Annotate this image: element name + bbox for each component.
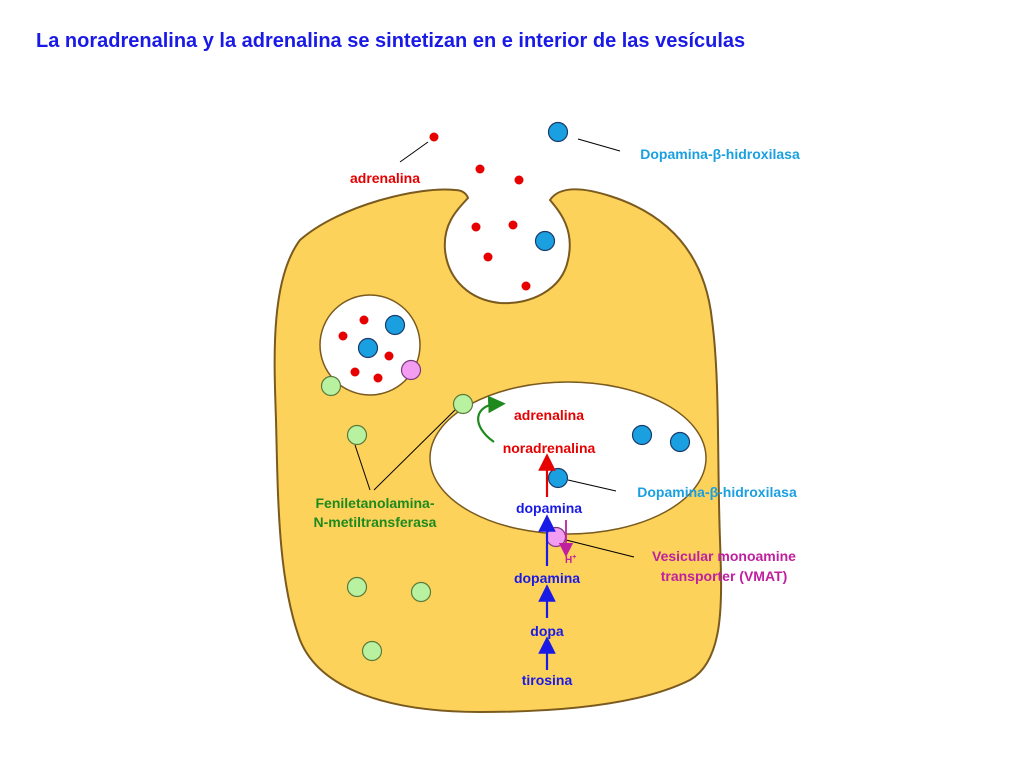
dbh-enzymes (357, 121, 691, 489)
label-dbh-top: Dopamina-β-hidroxilasa (640, 146, 800, 162)
dopamine-beta-hydroxylase-icon (384, 314, 406, 336)
adrenaline-molecule-icon (514, 175, 524, 185)
leader-line (577, 138, 621, 152)
leader-line (567, 479, 617, 492)
label-vesicle-adrenalina: adrenalina (514, 407, 584, 423)
leader-line (399, 141, 429, 163)
pnmt-enzyme-icon (410, 581, 432, 603)
pnmt-enzymes (320, 375, 474, 662)
label-vmat-line1: Vesicular monoamine (652, 548, 796, 564)
label-vmat-line2: transporter (VMAT) (661, 568, 788, 584)
adrenaline-molecule-icon (508, 220, 518, 230)
pnmt-enzyme-icon (346, 424, 368, 446)
large-vesicle (429, 381, 707, 535)
dopamine-beta-hydroxylase-icon (357, 337, 379, 359)
adrenaline-molecule-icon (384, 351, 394, 361)
pnmt-enzyme-icon (361, 640, 383, 662)
leader-line (565, 539, 635, 558)
label-dopa: dopa (530, 623, 564, 639)
page-title: La noradrenalina y la adrenalina se sint… (36, 30, 746, 52)
leader-lines (354, 138, 635, 558)
adrenaline-molecules (338, 132, 531, 383)
label-dbh-vesicle: Dopamina-β-hidroxilasa (637, 484, 797, 500)
label-tirosina: tirosina (522, 672, 573, 688)
pnmt-enzyme-icon (320, 375, 342, 397)
pnmt-enzyme-icon (452, 393, 474, 415)
adrenaline-molecule-icon (350, 367, 360, 377)
adrenaline-molecule-icon (471, 222, 481, 232)
dopamine-beta-hydroxylase-icon (547, 467, 569, 489)
label-pnmt-line2: N-metiltransferasa (314, 514, 437, 530)
adrenaline-molecule-icon (521, 281, 531, 291)
label-vesicle-dopamina: dopamina (516, 500, 582, 516)
adrenaline-molecule-icon (483, 252, 493, 262)
adrenaline-molecule-icon (475, 164, 485, 174)
dopamine-beta-hydroxylase-icon (547, 121, 569, 143)
adrenaline-molecule-icon (373, 373, 383, 383)
adrenaline-molecule-icon (359, 315, 369, 325)
label-vesicle-noradrenalina: noradrenalina (503, 440, 596, 456)
vmat-transporter-icon (545, 526, 567, 548)
label-cyto-dopamina: dopamina (514, 570, 580, 586)
dopamine-beta-hydroxylase-icon (669, 431, 691, 453)
label-adrenalina-outside: adrenalina (350, 170, 420, 186)
dopamine-beta-hydroxylase-icon (534, 230, 556, 252)
pnmt-enzyme-icon (346, 576, 368, 598)
leader-line (354, 444, 371, 491)
pathway-arrows (477, 395, 574, 670)
vmat-transporter-icon (400, 359, 422, 381)
arrow-noradrenalina-to-adrenalina (477, 395, 506, 443)
adrenaline-molecule-icon (429, 132, 439, 142)
leader-line (373, 409, 456, 491)
label-proton: H+ (565, 554, 576, 566)
dopamine-beta-hydroxylase-icon (631, 424, 653, 446)
adrenaline-molecule-icon (338, 331, 348, 341)
label-pnmt-line1: Feniletanolamina- (315, 495, 434, 511)
